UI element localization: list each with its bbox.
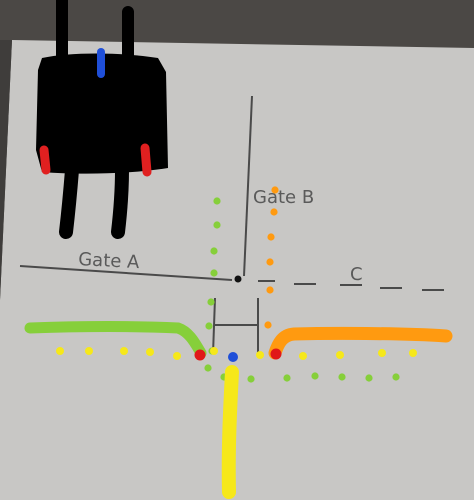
vertical-line bbox=[243, 95, 253, 277]
yellow-solid-path bbox=[221, 365, 239, 499]
robot-body bbox=[36, 53, 168, 174]
gate-b-label: Gate B bbox=[253, 187, 314, 208]
blue-marker bbox=[228, 352, 238, 362]
robot-right-red-sensor bbox=[140, 143, 152, 177]
orange-solid-path bbox=[268, 326, 453, 360]
robot-left-red-sensor bbox=[39, 145, 51, 175]
intersection-dot-icon bbox=[234, 275, 242, 283]
gate-a-line bbox=[19, 265, 233, 281]
green-solid-path bbox=[24, 321, 207, 359]
robot-top-arm bbox=[56, 0, 134, 66]
robot-icon bbox=[36, 0, 168, 239]
gate-a-label: Gate A bbox=[78, 249, 141, 273]
red-marker-left bbox=[194, 349, 206, 361]
red-marker-right bbox=[270, 348, 282, 360]
paper-shadow bbox=[0, 40, 12, 300]
yellow-dotted-path bbox=[56, 347, 417, 360]
gate-post-left bbox=[212, 297, 216, 355]
green-dotted-path bbox=[204, 197, 400, 383]
orange-dotted-path bbox=[264, 186, 279, 329]
robot-bottom-leg bbox=[59, 163, 129, 239]
pencil-lines bbox=[19, 95, 444, 355]
c-label: C bbox=[350, 264, 363, 285]
